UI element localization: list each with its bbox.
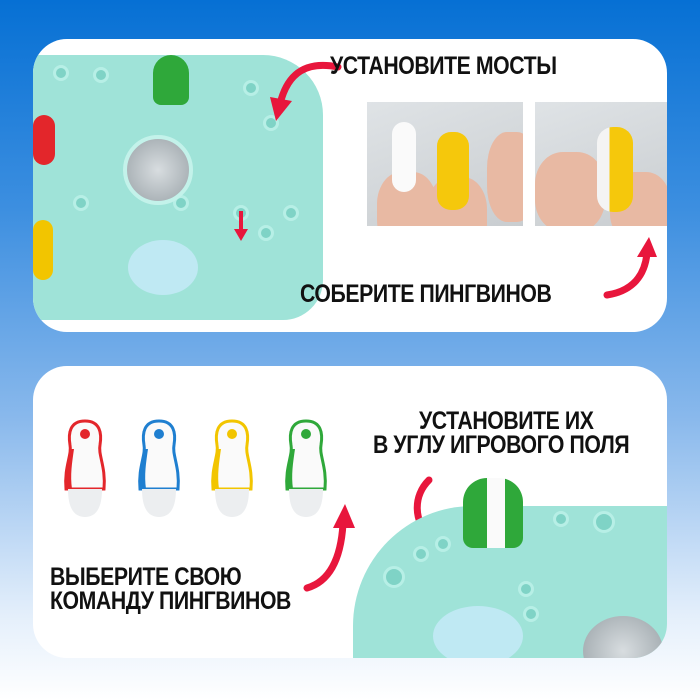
board-peg-hole — [593, 511, 615, 533]
board-peg-hole — [263, 115, 279, 131]
blue-penguin-piece — [136, 419, 182, 519]
board-peg-hole — [553, 511, 569, 527]
dice-dome — [123, 135, 193, 205]
board-peg-hole — [413, 546, 429, 562]
board-peg-hole — [73, 195, 89, 211]
board-peg-hole — [53, 65, 69, 81]
board-peg-hole — [523, 606, 539, 622]
curved-arrow-icon — [303, 504, 355, 592]
photo-assembling-penguin-1 — [367, 102, 523, 226]
dice-dome — [583, 616, 663, 658]
green-penguins — [153, 55, 189, 105]
red-penguin-piece — [62, 419, 108, 519]
board-peg-hole — [93, 67, 109, 83]
photo-assembling-penguin-2 — [535, 102, 667, 226]
board-peg-hole — [283, 205, 299, 221]
board-peg-hole — [383, 566, 405, 588]
yellow-penguin — [33, 220, 53, 280]
game-board-corner-image — [353, 478, 667, 658]
board-peg-hole — [435, 536, 451, 552]
board-peg-hole — [258, 225, 274, 241]
penguin-picture — [433, 606, 523, 658]
step-assemble-penguins-caption: СОБЕРИТЕ ПИНГВИНОВ — [300, 280, 552, 308]
penguin-picture — [128, 240, 198, 295]
green-penguin-piece — [283, 419, 329, 519]
red-penguin — [33, 115, 55, 165]
green-penguins — [463, 478, 523, 548]
place-penguins-caption-line1: УСТАНОВИТЕ ИХ — [419, 407, 594, 435]
board-peg-hole — [518, 581, 534, 597]
choose-team-caption-line1: ВЫБЕРИТЕ СВОЮ — [50, 563, 242, 591]
choose-team-caption-line2: КОМАНДУ ПИНГВИНОВ — [50, 587, 291, 615]
yellow-penguin-piece — [209, 419, 255, 519]
board-peg-hole — [243, 80, 259, 96]
step-install-bridges-caption: УСТАНОВИТЕ МОСТЫ — [330, 52, 557, 80]
instruction-panel-bottom: ВЫБЕРИТЕ СВОЮ КОМАНДУ ПИНГВИНОВ УСТАНОВИ… — [33, 366, 667, 658]
instruction-panel-top: УСТАНОВИТЕ МОСТЫ СОБЕРИТЕ ПИНГВИНОВ — [33, 39, 667, 332]
curved-arrow-icon — [270, 61, 342, 121]
down-arrow-icon — [234, 211, 248, 241]
place-penguins-caption-line2: В УГЛУ ИГРОВОГО ПОЛЯ — [373, 431, 630, 459]
curved-arrow-icon — [603, 237, 657, 299]
